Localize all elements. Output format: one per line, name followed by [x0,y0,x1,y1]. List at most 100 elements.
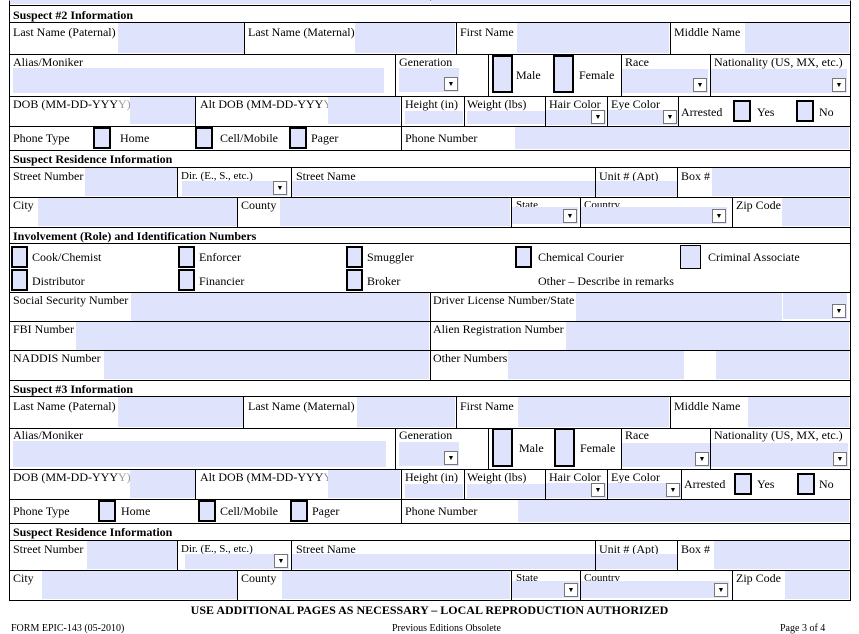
s3-unit-field[interactable] [596,554,677,569]
alt-dob-field[interactable] [328,97,400,124]
height-field[interactable] [405,111,463,124]
s3-weight-field[interactable] [467,484,545,498]
box-field[interactable] [712,168,849,196]
chevron-down-icon[interactable]: ▼ [591,110,605,124]
s3-female-checkbox[interactable] [554,428,575,467]
s3-street-number-field[interactable] [87,541,177,569]
associate-checkbox[interactable] [680,245,701,269]
dl-state-select[interactable]: ▼ [783,293,847,319]
s3-pager-checkbox[interactable] [290,500,308,522]
chevron-down-icon[interactable]: ▼ [563,209,577,223]
s3-generation-select[interactable]: ▼ [399,442,459,466]
chevron-down-icon[interactable]: ▼ [712,209,726,223]
s3-dob-field[interactable] [130,470,195,498]
other-numbers-field-2[interactable] [716,351,849,379]
dob-field[interactable] [130,97,195,124]
broker-checkbox[interactable] [346,269,363,291]
s3-height-field[interactable] [405,484,463,498]
chevron-down-icon[interactable]: ▼ [666,483,680,497]
chevron-down-icon[interactable]: ▼ [832,78,846,92]
arrested-no-checkbox[interactable] [796,100,814,122]
rule [677,167,678,197]
smuggler-checkbox[interactable] [346,246,363,268]
street-name-field[interactable] [292,181,595,196]
middle-name-field[interactable] [745,23,849,53]
other-numbers-field[interactable] [508,351,684,379]
s3-middle-name-field[interactable] [748,397,849,427]
chevron-down-icon[interactable]: ▼ [273,181,287,195]
cell-checkbox[interactable] [195,127,213,149]
last-name-maternal-field[interactable] [355,23,455,53]
s3-alias-field[interactable] [13,441,386,467]
ssn-field[interactable] [131,293,429,321]
dir-select[interactable]: ▼ [182,181,288,196]
rule [9,380,851,381]
courier-checkbox[interactable] [515,246,532,268]
s3-cell-checkbox[interactable] [198,500,216,522]
s3-last-name-maternal-field[interactable] [357,397,455,427]
chevron-down-icon[interactable]: ▼ [444,77,458,91]
s3-last-name-paternal-field[interactable] [118,397,243,427]
arrested-yes-checkbox[interactable] [733,100,751,122]
distributor-checkbox[interactable] [11,269,28,291]
city-field[interactable] [38,198,237,226]
chevron-down-icon[interactable]: ▼ [591,483,605,497]
zip-field[interactable] [782,198,849,226]
weight-field[interactable] [467,111,545,124]
s3-arrested-yes-checkbox[interactable] [734,473,752,495]
race-select[interactable]: ▼ [622,69,708,93]
chevron-down-icon[interactable]: ▼ [274,554,288,568]
nationality-select[interactable]: ▼ [711,69,847,93]
first-name-field[interactable] [517,23,669,53]
s3-arrested-no-checkbox[interactable] [797,473,815,495]
female-checkbox[interactable] [553,55,574,93]
s3-county-field[interactable] [282,571,510,599]
dl-field[interactable] [576,293,782,321]
s3-country-select[interactable]: ▼ [581,581,729,598]
financier-checkbox[interactable] [178,269,195,291]
chevron-down-icon[interactable]: ▼ [695,452,709,466]
street-number-field[interactable] [85,168,177,196]
unit-field[interactable] [596,181,677,196]
chevron-down-icon[interactable]: ▼ [714,583,728,597]
generation-select[interactable]: ▼ [399,68,459,92]
chevron-down-icon[interactable]: ▼ [833,452,847,466]
s3-male-checkbox[interactable] [492,428,513,467]
chevron-down-icon[interactable]: ▼ [663,110,677,124]
last-name-paternal-field[interactable] [118,23,244,53]
county-field[interactable] [280,198,510,226]
s3-hair-color-select[interactable]: ▼ [546,483,606,498]
s3-phone-number-field[interactable] [518,500,849,522]
chevron-down-icon[interactable]: ▼ [832,304,846,318]
s3-zip-field[interactable] [785,571,849,599]
pager-checkbox[interactable] [289,127,307,149]
s3-home-checkbox[interactable] [98,500,116,522]
s3-race-select[interactable]: ▼ [622,443,710,467]
s3-city-field[interactable] [42,571,237,599]
chevron-down-icon[interactable]: ▼ [693,78,707,92]
state-select[interactable]: ▼ [512,207,578,224]
s3-weight-label: Weight (lbs) [467,470,527,484]
male-checkbox[interactable] [492,55,513,93]
hair-color-select[interactable]: ▼ [546,110,606,125]
phone-number-field[interactable] [515,127,849,149]
s3-eye-color-select[interactable]: ▼ [608,483,681,498]
enforcer-checkbox[interactable] [178,246,195,268]
s3-alt-dob-field[interactable] [328,470,400,498]
cook-checkbox[interactable] [11,246,28,268]
chevron-down-icon[interactable]: ▼ [564,583,578,597]
eye-color-select[interactable]: ▼ [608,110,678,125]
s3-street-name-field[interactable] [292,554,595,569]
s3-first-name-field[interactable] [518,397,669,427]
country-select[interactable]: ▼ [581,207,727,224]
alien-field[interactable] [566,322,849,350]
s3-nationality-select[interactable]: ▼ [711,443,848,467]
fbi-field[interactable] [76,322,429,350]
s3-box-field[interactable] [714,541,849,569]
home-checkbox[interactable] [93,127,111,149]
alias-field[interactable] [13,68,384,93]
chevron-down-icon[interactable]: ▼ [444,451,458,465]
naddis-field[interactable] [104,351,429,379]
s3-state-select[interactable]: ▼ [512,581,579,598]
s3-dir-select[interactable]: ▼ [185,554,289,569]
